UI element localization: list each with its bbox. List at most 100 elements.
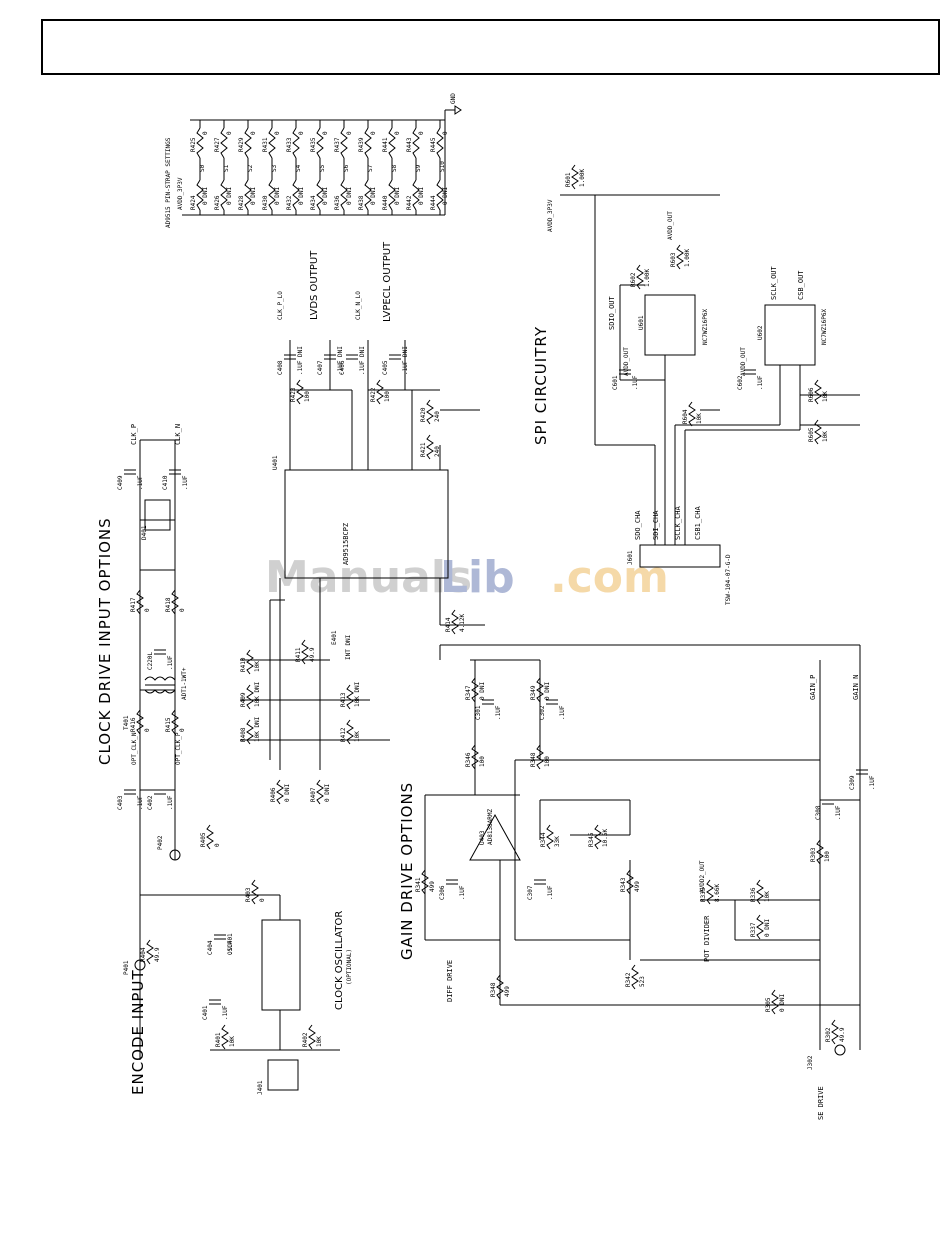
strap-ref-lower: R430 [262,195,269,210]
resistor-ref: R402 [302,1032,309,1047]
capacitor-ref: C402 [147,795,154,810]
strap-val-lower: 0 DNI [442,187,449,205]
resistor-value: 523 [639,976,646,987]
net-clk-p: CLK_P [130,424,138,445]
heading-pin-strap: AD9515 PIN-STRAP SETTINGS [165,137,172,228]
strap-val-upper: 0 [226,131,233,135]
label-diff-drive: DIFF DRIVE [446,960,454,1002]
resistor-value: 10K DNI [254,716,261,742]
net-sdi-cha: SDI_CHA [652,510,660,540]
resistor-value: 499 [429,881,436,892]
capacitor-ref: C602 [737,375,744,390]
resistor-value: 1.00K [644,269,651,287]
gain-drive-wiring [424,644,861,1050]
strap-signal-label: S3 [271,164,278,172]
capacitor-value: .1UF DNI [297,346,304,375]
capacitor-value: .1UF [137,475,144,490]
strap-val-lower: 0 DNI [202,187,209,205]
resistor-value: 10K [822,391,829,402]
resistor-ref: R601 [565,172,572,187]
strap-ref-upper: R441 [382,137,389,152]
u601-body [644,294,696,356]
u401-val: AD9515BCPZ [342,523,350,565]
resistor-ref: R305 [765,997,772,1012]
resistor-ref: R344 [540,832,547,847]
capacitor-ref: C308 [815,805,822,820]
resistor-value: 10K [229,1036,236,1047]
j601-val: TSW-104-07-G-D [725,554,732,605]
resistor: R601 1.00K [565,164,586,190]
strap-signal-label: S2 [247,164,254,172]
strap-val-lower: 0 DNI [298,187,305,205]
strap-ref-upper: R427 [214,137,221,152]
capacitor: C405.1UF DNI [382,346,409,375]
capacitor-ref: C405 [382,360,389,375]
capacitor: C308.1UF [815,799,842,820]
resistor-ref: R347 [465,685,472,700]
strap-val-lower: 0 DNI [226,187,233,205]
strap-ref-upper: R429 [238,137,245,152]
strap-signal-label: S5 [319,164,326,172]
resistor-value: 10K DNI [354,681,361,707]
resistor-value: 0 [144,608,151,612]
strap-signal-label: S10 [439,161,446,172]
capacitor-value: .1UF DNI [337,346,344,375]
heading-lvpecl: LVPECL OUTPUT [382,241,393,322]
resistor-ref: R407 [310,787,317,802]
watermark-part-2: Lib [440,552,515,603]
strap-val-upper: 0 [298,131,305,135]
capacitor-ref: C302 [539,705,546,720]
net-clk-p-lo: CLK_P_LO [277,291,284,320]
strap-val-upper: 0 [322,131,329,135]
resistor-ref: R343 [620,877,627,892]
resistor-ref: R417 [130,597,137,612]
u401-body [284,469,449,579]
capacitor-value: .1UF [137,795,144,810]
net-avdd2-out: AVDD2_OUT [699,860,706,893]
heading-optional: (OPTIONAL) [346,949,353,985]
strap-ref-upper: R435 [310,137,317,152]
d401-ref: D401 [141,525,148,540]
capacitor-ref: C410 [162,475,169,490]
resistor-ref: R337 [750,922,757,937]
capacitor-ref: C307 [527,885,534,900]
strap-ref-upper: R445 [430,137,437,152]
resistor-ref: R335 [700,887,707,902]
resistor-value: 10K [254,661,261,672]
capacitor-value: .1UF [167,795,174,810]
strap-val-lower: 0 DNI [322,187,329,205]
resistor-ref: R341 [415,877,422,892]
resistor-value: 1.00K [579,169,586,187]
heading-gain-drive: GAIN DRIVE OPTIONS [398,782,416,960]
heading-spi: SPI CIRCUITRY [532,326,550,445]
capacitor: C601.1UF [612,369,639,390]
j401-ref: J401 [257,1080,264,1095]
resistor-value: 0 [214,843,221,847]
resistor-value: 49.9 [154,947,161,962]
resistor-value: 4.12K [459,614,466,632]
resistor-value: 49.9 [839,1027,846,1042]
strap-ref-lower: R438 [358,195,365,210]
capacitor-value: .1UF DNI [359,346,366,375]
net-sdo-cha: SDO_CHA [634,510,642,540]
resistor-value: 240 [434,446,441,457]
strap-val-lower: 0 DNI [418,187,425,205]
resistor-ref: R349 [530,685,537,700]
resistor-ref: R603 [670,252,677,267]
capacitor-ref: C220L [147,652,154,670]
